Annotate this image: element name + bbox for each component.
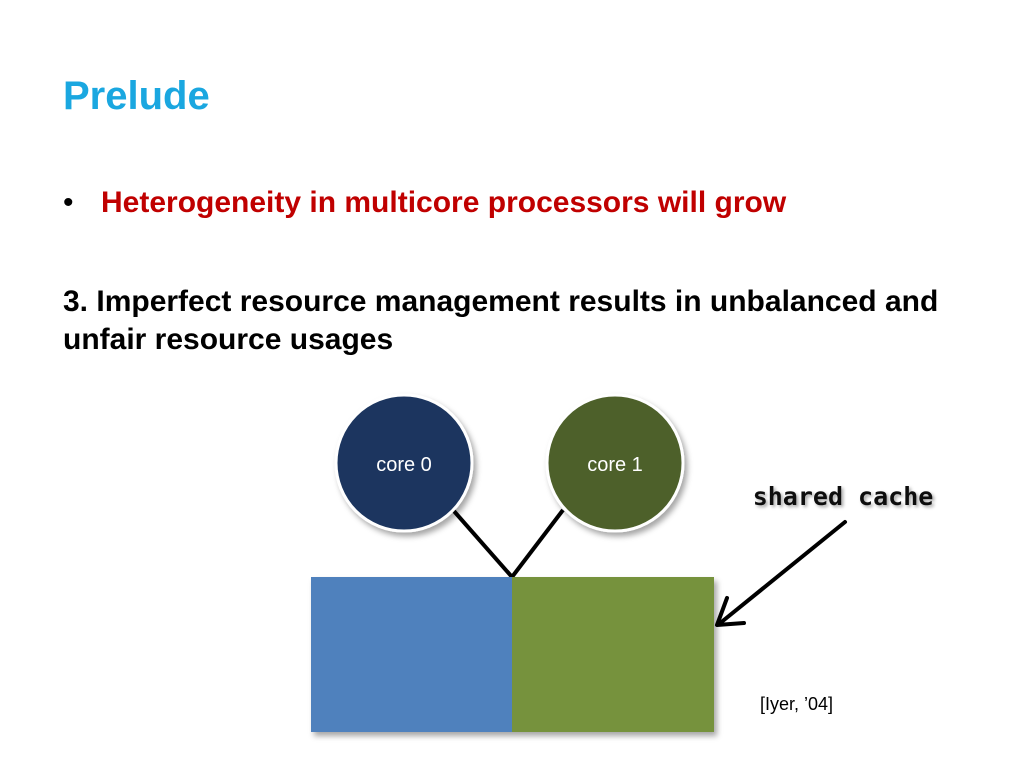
slide-title: Prelude	[63, 74, 210, 118]
core0-connector-line	[451, 508, 514, 579]
cache-partition-core0	[311, 577, 512, 732]
bullet-item: • Heterogeneity in multicore processors w…	[63, 183, 786, 223]
callout-arrow-icon	[715, 520, 847, 627]
bullet-dot-icon: •	[63, 186, 74, 219]
point-text: 3. Imperfect resource management results…	[63, 285, 939, 356]
core-1-circle	[545, 393, 685, 533]
core-0-label: core 0	[376, 454, 432, 476]
core1-connector-line	[510, 508, 565, 579]
core-0-circle	[334, 393, 474, 533]
citation: [Iyer, ’04]	[760, 694, 834, 714]
core-0-node: core 0	[334, 393, 474, 533]
core-1-node: core 1	[545, 393, 685, 533]
core-1-label: core 1	[587, 454, 643, 476]
shared-cache-callout: shared cache	[753, 482, 934, 511]
cache-partition-core1	[512, 577, 714, 732]
bullet-text: Heterogeneity in multicore processors wi…	[101, 186, 787, 219]
shared-cache-block	[311, 577, 714, 732]
